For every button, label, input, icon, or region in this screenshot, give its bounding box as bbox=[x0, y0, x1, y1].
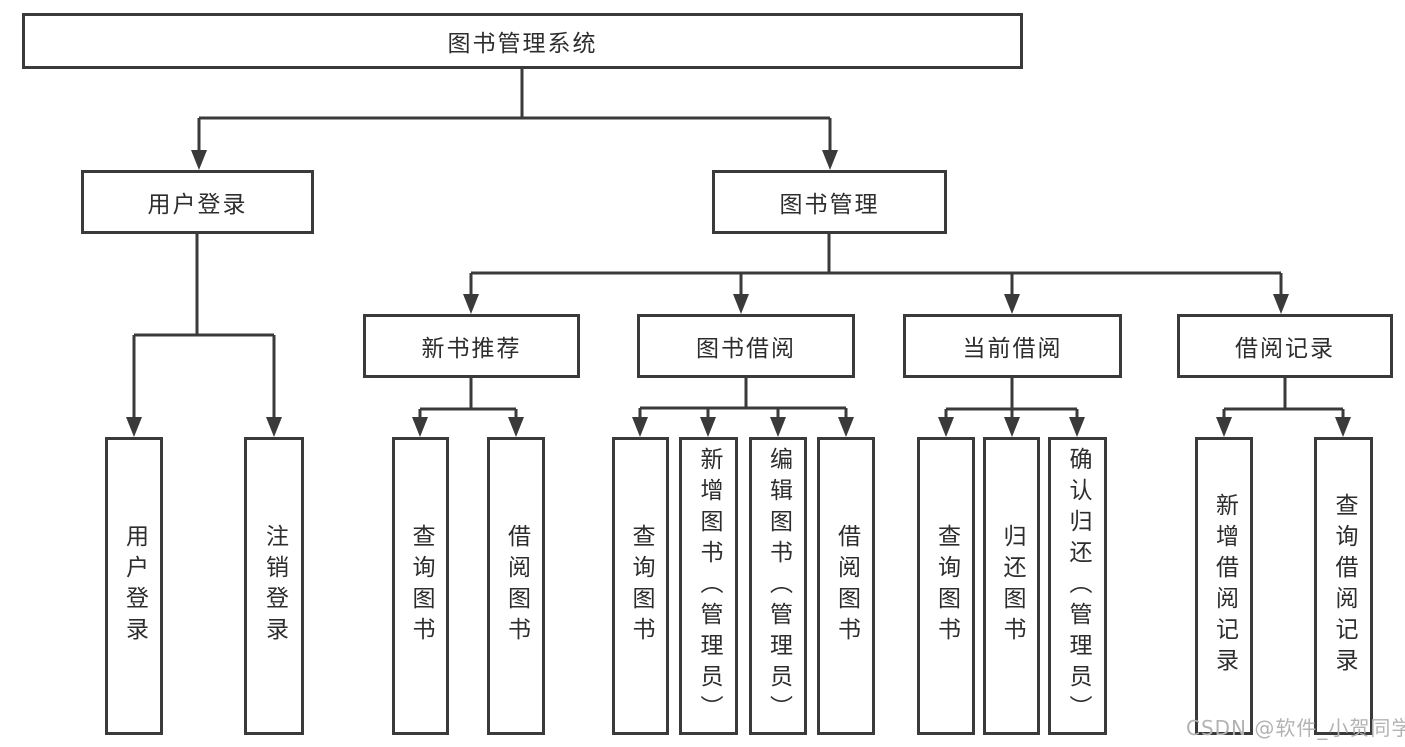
node-label-book-management: 图书管理 bbox=[779, 192, 880, 218]
arrowhead-book-management bbox=[463, 294, 479, 314]
arrowhead-root bbox=[822, 150, 838, 170]
arrowhead-new-book bbox=[508, 417, 524, 437]
node-new-book: 新书推荐 bbox=[363, 314, 580, 378]
arrowhead-current-borrow bbox=[1004, 417, 1020, 437]
node-cur-return: 归还图书 bbox=[983, 437, 1040, 735]
node-label-cur-query: 查询图书 bbox=[933, 524, 960, 648]
arrowhead-new-book bbox=[412, 417, 428, 437]
node-bb-borrow: 借阅图书 bbox=[817, 437, 875, 735]
arrowhead-borrow-records bbox=[1335, 417, 1351, 437]
connector-borrow-records bbox=[1222, 378, 1345, 425]
node-leaf-user-login: 用户登录 bbox=[105, 437, 163, 735]
node-user-login: 用户登录 bbox=[81, 170, 314, 234]
node-label-cur-confirm: 确认归还（管理员） bbox=[1065, 446, 1091, 726]
node-book-management: 图书管理 bbox=[712, 170, 947, 234]
node-label-nb-borrow: 借阅图书 bbox=[503, 524, 530, 648]
node-label-nb-query: 查询图书 bbox=[408, 524, 434, 648]
node-label-bb-edit: 编辑图书（管理员） bbox=[765, 446, 792, 726]
node-bb-add: 新增图书（管理员） bbox=[679, 437, 738, 735]
arrowhead-user-login bbox=[126, 417, 142, 437]
node-bb-edit: 编辑图书（管理员） bbox=[749, 437, 807, 735]
node-rec-query: 查询借阅记录 bbox=[1314, 437, 1373, 735]
arrowhead-user-login bbox=[266, 417, 282, 437]
connector-book-management bbox=[469, 234, 1283, 302]
arrowhead-book-borrow bbox=[770, 417, 786, 437]
arrowhead-book-management bbox=[733, 294, 749, 314]
node-current-borrow: 当前借阅 bbox=[903, 314, 1122, 378]
node-nb-borrow: 借阅图书 bbox=[487, 437, 545, 735]
node-cur-query: 查询图书 bbox=[917, 437, 975, 735]
connector-root bbox=[197, 69, 832, 158]
node-bb-query: 查询图书 bbox=[612, 437, 669, 735]
node-label-current-borrow: 当前借阅 bbox=[962, 336, 1063, 362]
node-cur-confirm: 确认归还（管理员） bbox=[1048, 437, 1107, 735]
node-label-bb-add: 新增图书（管理员） bbox=[696, 446, 722, 726]
arrowhead-book-management bbox=[1004, 294, 1020, 314]
connector-user-login bbox=[132, 234, 276, 425]
node-label-bb-query: 查询图书 bbox=[628, 524, 654, 648]
arrowhead-book-borrow bbox=[632, 417, 648, 437]
node-label-root: 图书管理系统 bbox=[447, 31, 598, 57]
node-borrow-records: 借阅记录 bbox=[1177, 314, 1393, 378]
node-nb-query: 查询图书 bbox=[392, 437, 449, 735]
arrowhead-book-borrow bbox=[700, 417, 716, 437]
node-leaf-logout: 注销登录 bbox=[244, 437, 304, 735]
node-label-rec-add: 新增借阅记录 bbox=[1211, 493, 1238, 679]
arrowhead-root bbox=[191, 150, 207, 170]
node-label-leaf-logout: 注销登录 bbox=[261, 524, 288, 648]
arrowhead-book-borrow bbox=[838, 417, 854, 437]
arrowhead-current-borrow bbox=[1069, 417, 1085, 437]
node-label-borrow-records: 借阅记录 bbox=[1235, 336, 1335, 362]
node-label-new-book: 新书推荐 bbox=[421, 336, 522, 362]
node-rec-add: 新增借阅记录 bbox=[1195, 437, 1253, 735]
arrowhead-borrow-records bbox=[1216, 417, 1232, 437]
node-label-leaf-user-login: 用户登录 bbox=[121, 524, 148, 648]
watermark: CSDN @软件_小贺同学 bbox=[1186, 716, 1405, 740]
node-label-cur-return: 归还图书 bbox=[999, 524, 1025, 648]
node-label-bb-borrow: 借阅图书 bbox=[833, 524, 860, 648]
node-label-book-borrow: 图书借阅 bbox=[696, 336, 796, 362]
node-label-user-login: 用户登录 bbox=[147, 192, 248, 218]
node-book-borrow: 图书借阅 bbox=[637, 314, 855, 378]
node-label-rec-query: 查询借阅记录 bbox=[1331, 493, 1357, 679]
connector-book-borrow bbox=[638, 378, 848, 425]
arrowhead-current-borrow bbox=[938, 417, 954, 437]
connector-new-book bbox=[418, 378, 518, 425]
node-root: 图书管理系统 bbox=[22, 13, 1023, 69]
arrowhead-book-management bbox=[1273, 294, 1289, 314]
